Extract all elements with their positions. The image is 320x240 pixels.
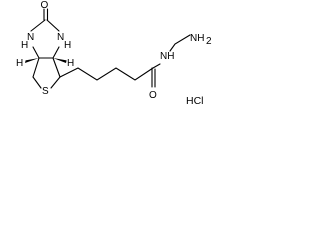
stereo-wedge-left [25,58,39,63]
bond-s-c5 [50,76,61,89]
bond-c3a-c4 [32,57,40,78]
side-chain-bonds [59,67,154,81]
stereo-h-left-label: H [16,58,23,69]
bond-c2-n3 [46,19,60,32]
urea-nh-left-h: H [21,40,28,51]
amide-carbonyl-double-bond [151,67,156,88]
bond-c2-n1 [30,19,46,32]
biotinyl-ethylenediamine-hcl-structure: O N H N H H H S O NH NH 2 HCl [16,0,212,107]
ethylene-linker-bonds [169,34,191,52]
amide-oxygen-label: O [149,90,157,101]
stereo-h-right-label: H [67,58,74,69]
bond-n3-c6a [52,46,60,59]
hcl-counter-ion-label: HCl [186,95,204,107]
amine-label: NH [190,33,204,44]
amide-nh-label: NH [160,51,174,62]
urea-nh-right-n: N [57,32,64,43]
sulfur-label: S [42,86,49,97]
bond-carbonyl-nh [152,63,161,69]
urea-oxygen-label: O [41,0,49,11]
amine-subscript: 2 [206,36,212,47]
urea-carbonyl-double-bond [43,8,49,21]
bond-n1-c3a [32,46,40,59]
bond-c6a-c5 [52,57,61,78]
stereo-wedge-right [53,58,67,63]
urea-nh-left-n: N [27,32,34,43]
bond-c4-s [32,76,42,89]
urea-nh-right-h: H [64,40,71,51]
